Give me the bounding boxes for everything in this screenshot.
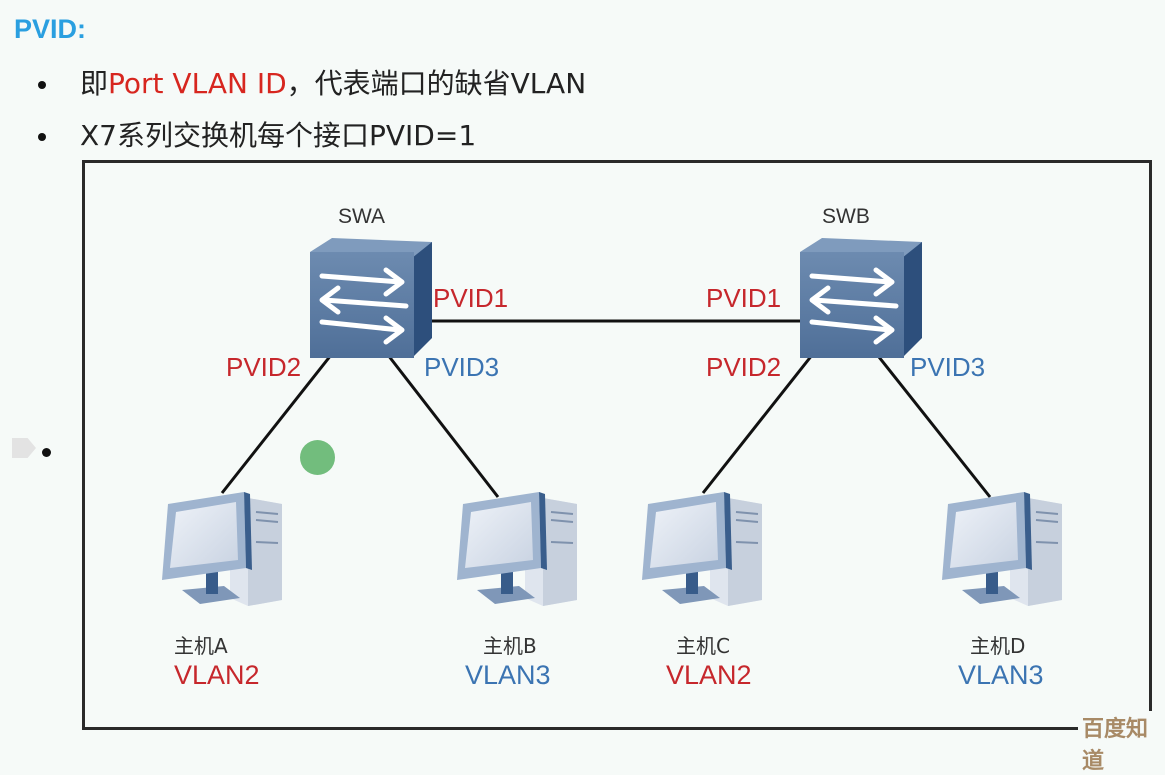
host-b-pc-icon — [457, 492, 577, 606]
bullet-highlight: Port VLAN ID — [108, 67, 287, 100]
host-c-pc-icon — [642, 492, 762, 606]
link-swa-hostB — [386, 354, 500, 498]
swa-port-right-label: PVID3 — [424, 352, 500, 382]
swb-port-left-label: PVID2 — [706, 352, 782, 382]
host-a-vlan: VLAN2 — [174, 660, 260, 690]
bullet-prefix: 即 — [80, 67, 109, 100]
slide-title: PVID: — [14, 14, 87, 44]
bullet-dot — [38, 133, 46, 141]
bullet-pvid-definition: 即Port VLAN ID，代表端口的缺省VLAN — [38, 62, 586, 102]
host-a-pc-icon — [162, 492, 282, 606]
link-swb-hostD — [873, 351, 992, 498]
switch-swb-label: SWB — [822, 205, 870, 228]
link-swa-hostA — [220, 349, 337, 494]
swb-port-uplink-label: PVID1 — [706, 283, 782, 313]
host-d-pc-icon — [942, 492, 1062, 606]
host-a-label: 主机A — [174, 634, 228, 658]
network-diagram — [162, 238, 1062, 606]
host-b-vlan: VLAN3 — [465, 660, 551, 690]
bullet-x7-pvid: X7系列交换机每个接口PVID=1 — [38, 114, 476, 154]
diagram-frame — [82, 160, 1152, 730]
host-d-label: 主机D — [970, 634, 1026, 658]
link-swb-hostC — [701, 344, 822, 494]
switch-swa-icon — [310, 238, 432, 358]
bullet-dot — [42, 448, 51, 457]
host-b-label: 主机B — [483, 634, 537, 658]
switch-swb-icon — [800, 238, 922, 358]
host-c-label: 主机C — [676, 634, 730, 658]
swa-port-left-label: PVID2 — [226, 352, 302, 382]
watermark-logo: 百度知道 — [1078, 711, 1165, 775]
host-c-vlan: VLAN2 — [666, 660, 752, 690]
slide-pointer-icon — [12, 438, 36, 458]
bullet-text: X7系列交换机每个接口PVID=1 — [80, 119, 477, 152]
bullet-suffix: ，代表端口的缺省VLAN — [286, 67, 587, 100]
swa-port-uplink-label: PVID1 — [433, 283, 509, 313]
switch-swa-label: SWA — [338, 205, 386, 228]
pointer-cursor-indicator — [300, 440, 335, 475]
swb-port-right-label: PVID3 — [910, 352, 986, 382]
host-d-vlan: VLAN3 — [958, 660, 1044, 690]
bullet-dot — [38, 81, 46, 89]
